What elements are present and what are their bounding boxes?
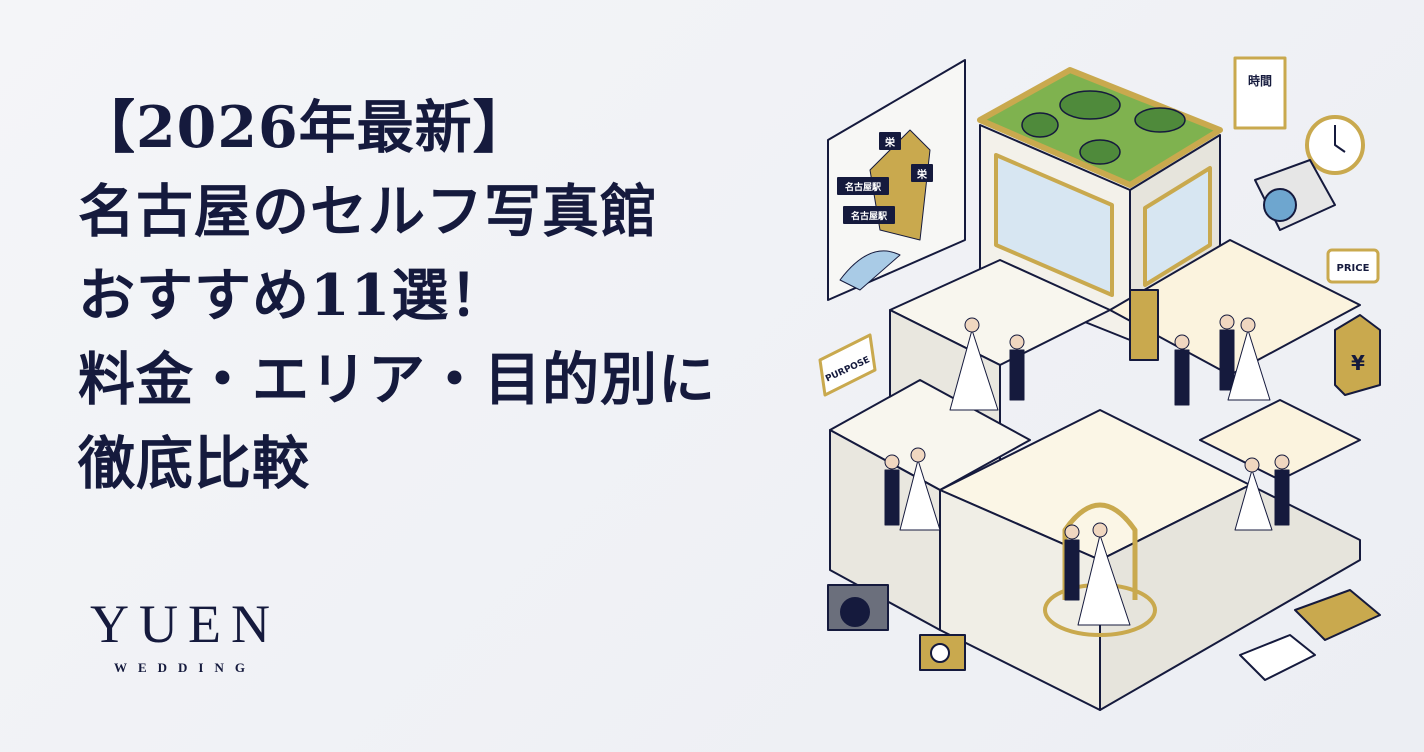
map-label: 名古屋駅 (851, 210, 888, 222)
headline-line-1: 【2026年最新】 (78, 94, 531, 161)
photo-frame-icon (1239, 589, 1381, 681)
logo-sub: WEDDING (113, 660, 256, 675)
camera-icon (1254, 159, 1336, 231)
map-icon: 栄 栄 名古屋駅 名古屋駅 (827, 59, 966, 301)
price-speech-bubble: PRICE (1326, 248, 1380, 284)
time-speech-bubble: 時間 (1233, 56, 1287, 130)
yuen-wedding-logo: YUEN WEDDING (80, 596, 290, 676)
map-label: 栄 (884, 136, 896, 149)
headline-line-4: 料金・エリア・目的別に (78, 346, 716, 413)
camera-icon (827, 584, 966, 671)
svg-text:時間: 時間 (1248, 73, 1272, 88)
purpose-speech-bubble: PURPOSE (818, 333, 877, 397)
clock-icon (1305, 115, 1365, 175)
svg-text:¥: ¥ (1351, 351, 1365, 375)
studio-illustration: 栄 栄 名古屋駅 名古屋駅 (818, 56, 1381, 711)
headline-line-5: 徹底比較 (78, 430, 310, 497)
svg-text:PRICE: PRICE (1337, 263, 1370, 274)
price-tag-icon: ¥ (1334, 314, 1381, 396)
map-label: 名古屋駅 (845, 181, 882, 193)
headline-line-3: おすすめ11選！ (78, 262, 508, 329)
map-label: 栄 (916, 168, 928, 181)
headline-line-2: 名古屋のセルフ写真館 (78, 178, 658, 245)
headline: 【2026年最新】 名古屋のセルフ写真館 おすすめ11選！ 料金・エリア・目的別… (78, 86, 716, 506)
logo-main: YUEN (90, 594, 280, 654)
building (829, 67, 1361, 711)
